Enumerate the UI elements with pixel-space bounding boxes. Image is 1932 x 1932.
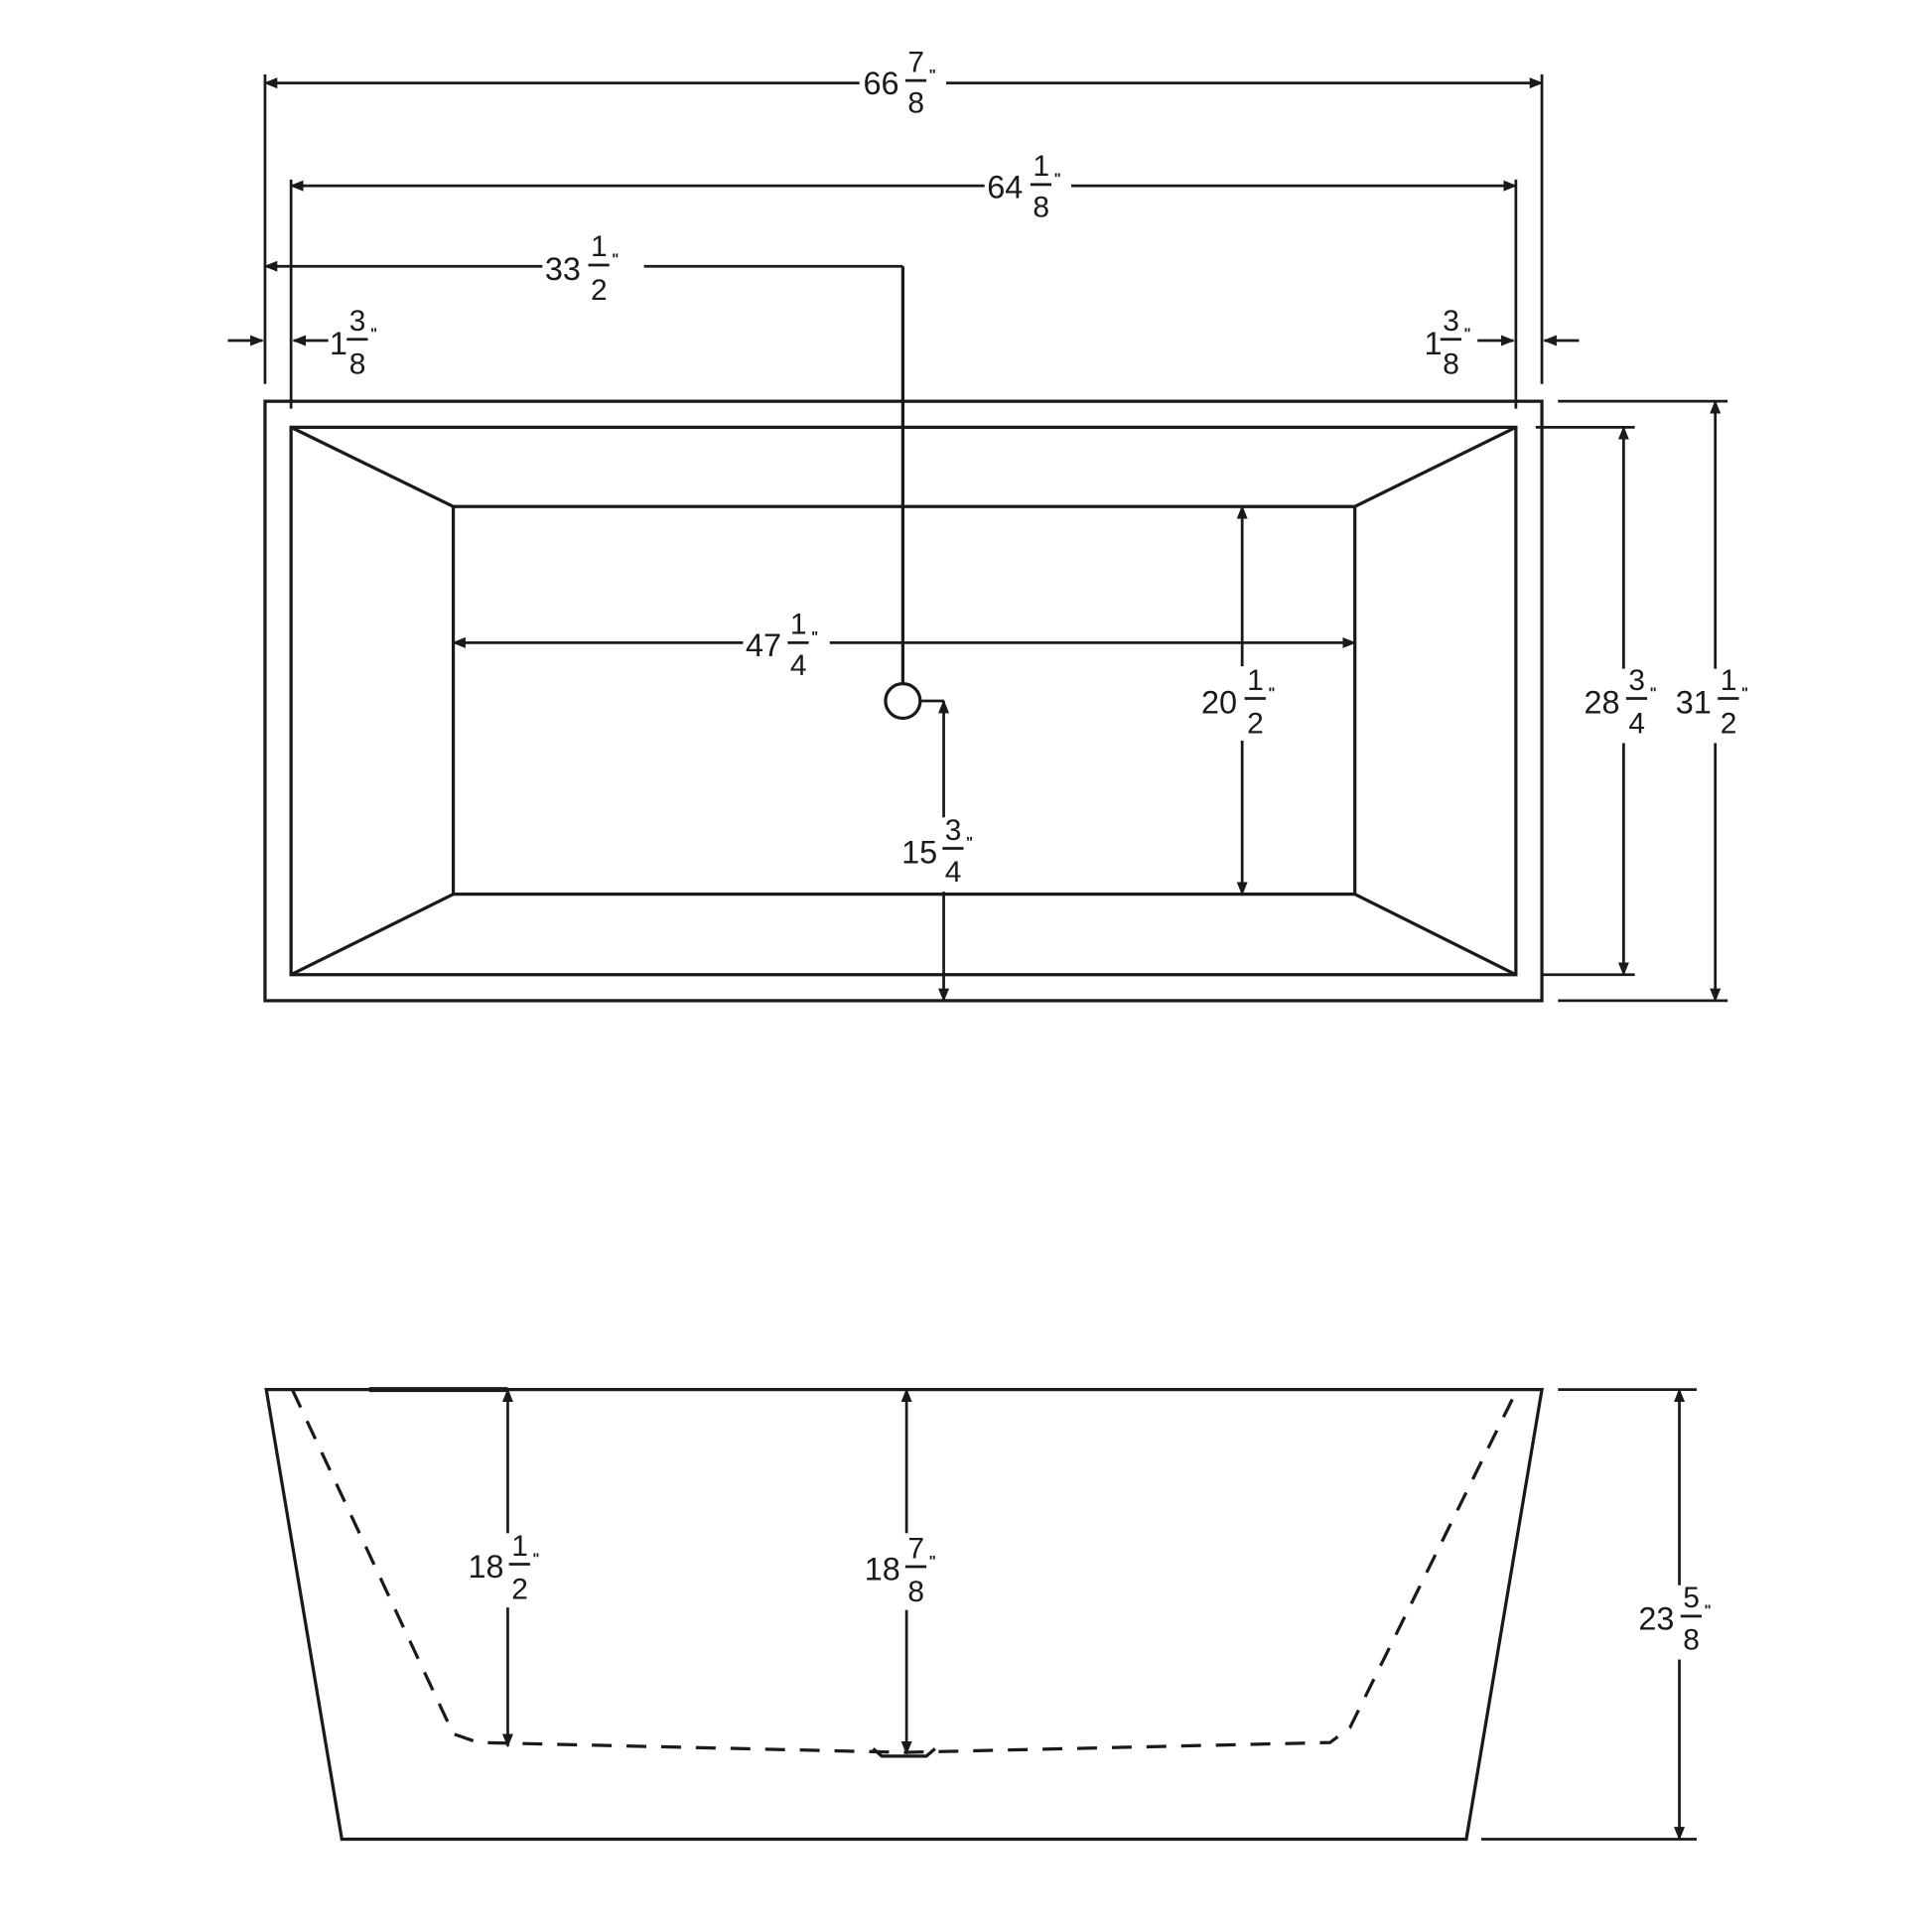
tub-side-outline xyxy=(264,1388,1544,1842)
svg-text:": " xyxy=(532,1550,539,1567)
svg-text:": " xyxy=(370,326,377,343)
svg-text:1: 1 xyxy=(1033,150,1049,183)
svg-text:": " xyxy=(811,628,818,645)
svg-text:3: 3 xyxy=(349,305,366,338)
svg-text:": " xyxy=(929,67,936,83)
dim-label-interior-depth-drain: 18 7 8 " xyxy=(862,1532,952,1610)
svg-text:8: 8 xyxy=(907,1576,924,1608)
svg-text:": " xyxy=(1268,684,1275,701)
svg-text:2: 2 xyxy=(591,274,608,307)
svg-text:20: 20 xyxy=(1201,685,1237,721)
svg-text:1: 1 xyxy=(591,230,608,263)
svg-text:4: 4 xyxy=(1628,707,1645,740)
svg-text:": " xyxy=(1650,684,1657,701)
svg-text:8: 8 xyxy=(1033,191,1049,223)
svg-text:47: 47 xyxy=(746,627,781,663)
svg-text:8: 8 xyxy=(1683,1624,1700,1657)
svg-text:7: 7 xyxy=(907,46,924,78)
dim-label-rim-width: 28 3 4 " xyxy=(1580,664,1670,744)
drain-icon xyxy=(884,681,922,721)
svg-text:64: 64 xyxy=(987,170,1023,206)
svg-text:": " xyxy=(929,1553,936,1570)
svg-text:": " xyxy=(1741,684,1748,701)
dim-label-rim-length: 64 1 8 " xyxy=(984,150,1072,223)
svg-text:33: 33 xyxy=(545,251,581,287)
svg-text:23: 23 xyxy=(1638,1601,1674,1637)
svg-text:": " xyxy=(966,834,973,851)
svg-text:1: 1 xyxy=(1425,326,1443,361)
svg-text:8: 8 xyxy=(349,348,366,381)
svg-text:3: 3 xyxy=(945,814,962,847)
svg-text:8: 8 xyxy=(907,87,924,120)
svg-text:2: 2 xyxy=(1247,707,1264,740)
dim-label-basin-length: 47 1 4 " xyxy=(743,609,830,682)
dim-label-overall-height: 23 5 8 " xyxy=(1634,1582,1725,1660)
dim-label-overall-width: 31 1 2 " xyxy=(1672,664,1761,744)
dim-label-left-rim: 1 3 8 " xyxy=(330,305,377,381)
svg-text:31: 31 xyxy=(1676,685,1712,721)
svg-text:1: 1 xyxy=(1247,664,1264,697)
svg-text:": " xyxy=(1463,326,1470,343)
side-view: 18 1 2 " 18 7 8 " 23 5 8 " xyxy=(264,1387,1725,1842)
svg-text:1: 1 xyxy=(1721,664,1737,697)
svg-text:2: 2 xyxy=(511,1573,528,1605)
svg-text:3: 3 xyxy=(1628,664,1645,697)
svg-text:18: 18 xyxy=(865,1552,900,1587)
dim-label-drain-from-front: 15 3 4 " xyxy=(898,814,991,893)
svg-text:7: 7 xyxy=(907,1532,924,1565)
svg-text:": " xyxy=(612,251,619,268)
svg-text:4: 4 xyxy=(790,649,807,682)
svg-text:3: 3 xyxy=(1443,305,1459,338)
svg-text:15: 15 xyxy=(901,834,937,870)
svg-text:18: 18 xyxy=(469,1549,504,1585)
svg-text:1: 1 xyxy=(330,326,347,361)
dim-label-basin-width: 20 1 2 " xyxy=(1196,664,1286,741)
svg-text:": " xyxy=(1704,1602,1711,1619)
svg-text:66: 66 xyxy=(863,66,898,101)
dim-label-right-rim: 1 3 8 " xyxy=(1425,305,1471,381)
svg-text:1: 1 xyxy=(790,609,807,641)
svg-text:8: 8 xyxy=(1443,348,1459,381)
svg-text:": " xyxy=(1054,171,1061,188)
top-view: 66 7 8 " 64 1 8 " 33 1 2 " 1 3 8 " xyxy=(227,46,1761,1003)
svg-text:5: 5 xyxy=(1683,1582,1700,1614)
svg-text:4: 4 xyxy=(945,856,962,889)
svg-text:1: 1 xyxy=(511,1530,528,1563)
svg-text:2: 2 xyxy=(1721,707,1737,740)
svg-text:28: 28 xyxy=(1584,685,1619,721)
basin-slope-lines xyxy=(290,425,1517,977)
dim-label-overall-length: 66 7 8 " xyxy=(859,46,947,120)
dim-label-drain-from-left: 33 1 2 " xyxy=(542,230,644,307)
dim-label-interior-depth-side: 18 1 2 " xyxy=(466,1530,555,1608)
